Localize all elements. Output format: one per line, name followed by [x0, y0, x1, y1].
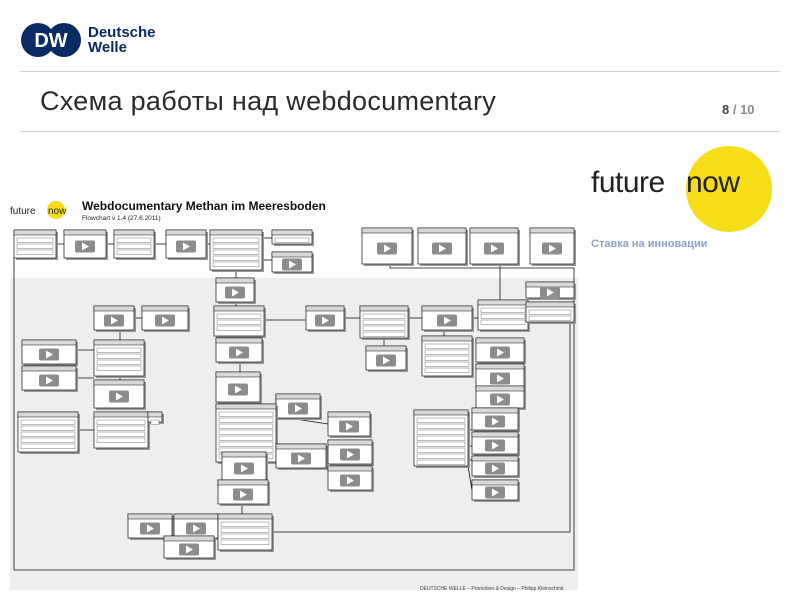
flowchart-node: [215, 371, 262, 404]
brand-line-2: Welle: [88, 39, 127, 56]
flowchart-node: [217, 479, 270, 506]
flowchart-node: [275, 443, 328, 470]
flowchart-subtitle: Flowchart v 1.4 (27.6.2011): [82, 215, 161, 222]
flowchart-node: [215, 337, 264, 364]
flowchart-boxes: [13, 227, 576, 560]
flowchart-node: [209, 229, 264, 272]
flowchart-footer: DEUTSCHE WELLE – Promotion & Design – Ph…: [420, 586, 564, 592]
title-divider: [20, 131, 780, 132]
flowchart-node: [165, 229, 208, 260]
future-now-word-now: now: [686, 166, 740, 199]
flowchart-node: [93, 339, 146, 378]
flowchart-node: [421, 335, 474, 378]
top-divider: [20, 71, 780, 72]
flowchart-node: [417, 227, 468, 266]
brand-line-1: Deutsche: [88, 24, 156, 41]
flowchart-node: [217, 513, 274, 552]
flowchart-node: [525, 301, 576, 324]
flowchart-node: [93, 379, 146, 410]
flowchart-node: [471, 407, 520, 432]
flowchart-node: [525, 281, 576, 300]
flowchart-node: [93, 411, 150, 450]
flowchart-logo-dot: [47, 201, 65, 219]
flowchart-node: [305, 305, 346, 332]
flowchart-node: [275, 393, 322, 420]
flowchart-node: [213, 305, 266, 338]
flowchart-node: [365, 345, 408, 372]
dw-logo-icon: DW: [21, 23, 81, 57]
flowchart-node: [469, 227, 520, 266]
flowchart-connector: [272, 310, 571, 533]
slide-title: Схема работы над webdocumentary: [40, 86, 497, 116]
flowchart-node: [221, 451, 268, 482]
brand-name: Deutsche Welle: [88, 25, 156, 55]
flowchart-connector: [467, 465, 473, 491]
page-total: 10: [740, 102, 755, 117]
flowchart-node: [361, 227, 414, 266]
flowchart-node: [141, 305, 190, 332]
flowchart-node: [421, 305, 474, 332]
flowchart-logo-future: future: [10, 206, 36, 217]
flowchart-node: [475, 385, 526, 410]
flowchart-node: [327, 411, 372, 438]
dw-logo: DW Deutsche Welle: [20, 20, 160, 60]
flowchart-node: [113, 229, 156, 260]
flowchart-node: [21, 365, 78, 392]
page-current: 8: [722, 102, 730, 117]
page-separator: /: [729, 102, 741, 117]
flowchart-node: [215, 277, 256, 304]
flowchart-node: [21, 339, 78, 366]
flowchart-node: [63, 229, 108, 260]
flowchart-node: [17, 411, 80, 454]
flowchart-node: [271, 251, 314, 274]
flowchart-node: [477, 299, 530, 332]
flowchart-node: [163, 535, 216, 560]
flowchart-node: [471, 431, 520, 456]
flowchart-node: [271, 229, 314, 246]
future-now-slogan: Ставка на инновации: [591, 238, 708, 250]
flowchart-node: [327, 439, 374, 466]
future-now-word-future: future: [591, 166, 665, 199]
page-number: 8 / 10: [722, 102, 755, 117]
flowchart-title: Webdocumentary Methan im Meeresboden: [82, 199, 326, 213]
flowchart-node: [327, 465, 374, 492]
flowchart-logo-now: now: [48, 206, 67, 217]
flowchart-node: [413, 409, 470, 468]
flowchart: future now Webdocumentary Methan im Meer…: [10, 190, 578, 590]
flowchart-node: [13, 229, 58, 260]
dw-logo-mark: DW: [34, 30, 67, 52]
flowchart-node: [529, 227, 576, 266]
future-now-yellow-circle: [686, 146, 772, 232]
flowchart-node: [147, 411, 164, 425]
flowchart-node: [359, 305, 410, 340]
flowchart-node: [471, 479, 520, 502]
flowchart-node: [471, 455, 520, 478]
flowchart-node: [93, 305, 136, 332]
flowchart-node: [475, 337, 526, 364]
